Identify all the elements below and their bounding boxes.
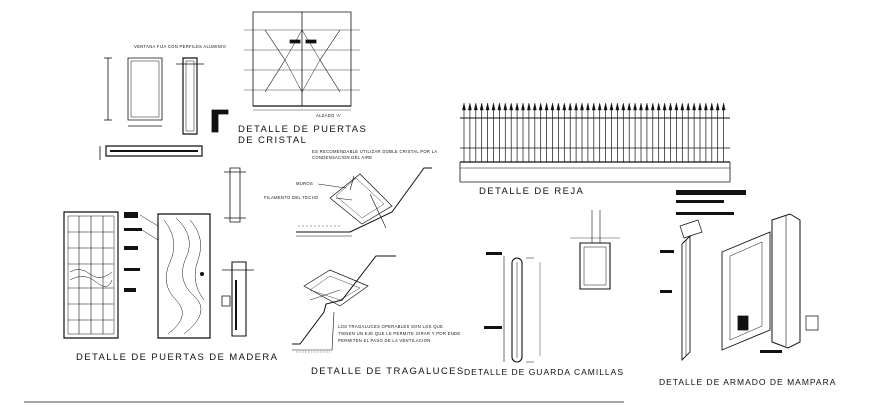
railing-spear-tip (586, 103, 589, 110)
railing-spear-tip (592, 103, 595, 110)
railing-spear-tip (663, 103, 666, 110)
title-glass-doors-line1: DETALLE DE PUERTAS (238, 124, 368, 135)
note-walls: MUROS (296, 181, 314, 186)
railing-spear-tip (563, 103, 566, 110)
railing-spear-tip (539, 103, 542, 110)
railing-spear-tip (622, 103, 625, 110)
railing-elevation (462, 103, 725, 162)
skylight-section-top (296, 168, 432, 236)
wood-door-right (158, 214, 210, 338)
note-elevation: ALZADO 'A' (316, 113, 342, 118)
railing-spear-tip (698, 103, 701, 110)
railing-spear-tip (527, 103, 530, 110)
note-glass-2: CONDENSACION DEL AIRE (312, 155, 373, 160)
note-roof-filament: FILAMENTO DEL TECHO (264, 195, 319, 200)
railing-spear-tip (616, 103, 619, 110)
railing-spear-tip (628, 103, 631, 110)
railing-spear-tip (722, 103, 725, 110)
railing-spear-tip (521, 103, 524, 110)
railing-spear-tip (569, 103, 572, 110)
railing-spear-tip (492, 103, 495, 110)
railing-spear-tip (504, 103, 507, 110)
railing-spear-tip (498, 103, 501, 110)
railing-spear-tip (687, 103, 690, 110)
title-partition-assembly: DETALLE DE ARMADO DE MAMPARA (659, 377, 837, 387)
title-railing: DETALLE DE REJA (479, 186, 585, 197)
railing-spear-tip (716, 103, 719, 110)
railing-spear-tip (598, 103, 601, 110)
window-detail (100, 58, 228, 160)
railing-spear-tip (516, 103, 519, 110)
door-jamb-section (222, 168, 254, 336)
title-wood-doors: DETALLE DE PUERTAS DE MADERA (76, 352, 279, 363)
railing-spear-tip (657, 103, 660, 110)
railing-spear-tip (486, 103, 489, 110)
note-skylight-1: LOS TRAGALUCES OPERABLES SON LOS QUE (338, 324, 444, 329)
railing-spear-tip (639, 103, 642, 110)
note-window-header: VENTANA FIJA CON PERFILES ALUMINIO (134, 44, 227, 49)
skylight-section-bottom (292, 256, 396, 352)
railing-spear-tip (610, 103, 613, 110)
railing-spear-tip (710, 103, 713, 110)
railing-spear-tip (645, 103, 648, 110)
title-skylights: DETALLE DE TRAGALUCES (311, 366, 465, 377)
railing-spear-tip (681, 103, 684, 110)
title-bumper-guard: DETALLE DE GUARDA CAMILLAS (464, 367, 624, 377)
railing-spear-tip (557, 103, 560, 110)
railing-spear-tip (634, 103, 637, 110)
wood-door-notes (124, 212, 158, 292)
note-glass-1: ES RECOMENDABLE UTILIZAR DOBLE CRISTAL P… (312, 149, 438, 154)
wood-door-left (64, 212, 118, 338)
railing-spear-tip (510, 103, 513, 110)
note-skylight-2: TIENEN UN EJE QUE LE PERMITE GIRAR Y POR… (338, 331, 461, 336)
railing-spear-tip (474, 103, 477, 110)
railing-spear-tip (480, 103, 483, 110)
railing-spear-tip (545, 103, 548, 110)
railing-spear-tip (468, 103, 471, 110)
glass-door-elevation (244, 12, 360, 110)
bumper-guard-detail (484, 210, 620, 362)
railing-spear-tip (575, 103, 578, 110)
railing-spear-tip (693, 103, 696, 110)
railing-spear-tip (462, 103, 465, 110)
railing-spear-tip (675, 103, 678, 110)
railing-spear-tip (604, 103, 607, 110)
railing-spear-tip (704, 103, 707, 110)
railing-spear-tip (651, 103, 654, 110)
partition-assembly (660, 190, 818, 360)
railing-spear-tip (669, 103, 672, 110)
railing-base (460, 118, 730, 182)
railing-spear-tip (533, 103, 536, 110)
note-skylight-3: PERMITEN EL PASO DE LA VENTILACION (338, 338, 431, 343)
title-glass-doors-line2: DE CRISTAL (238, 135, 308, 146)
railing-spear-tip (551, 103, 554, 110)
railing-spear-tip (580, 103, 583, 110)
